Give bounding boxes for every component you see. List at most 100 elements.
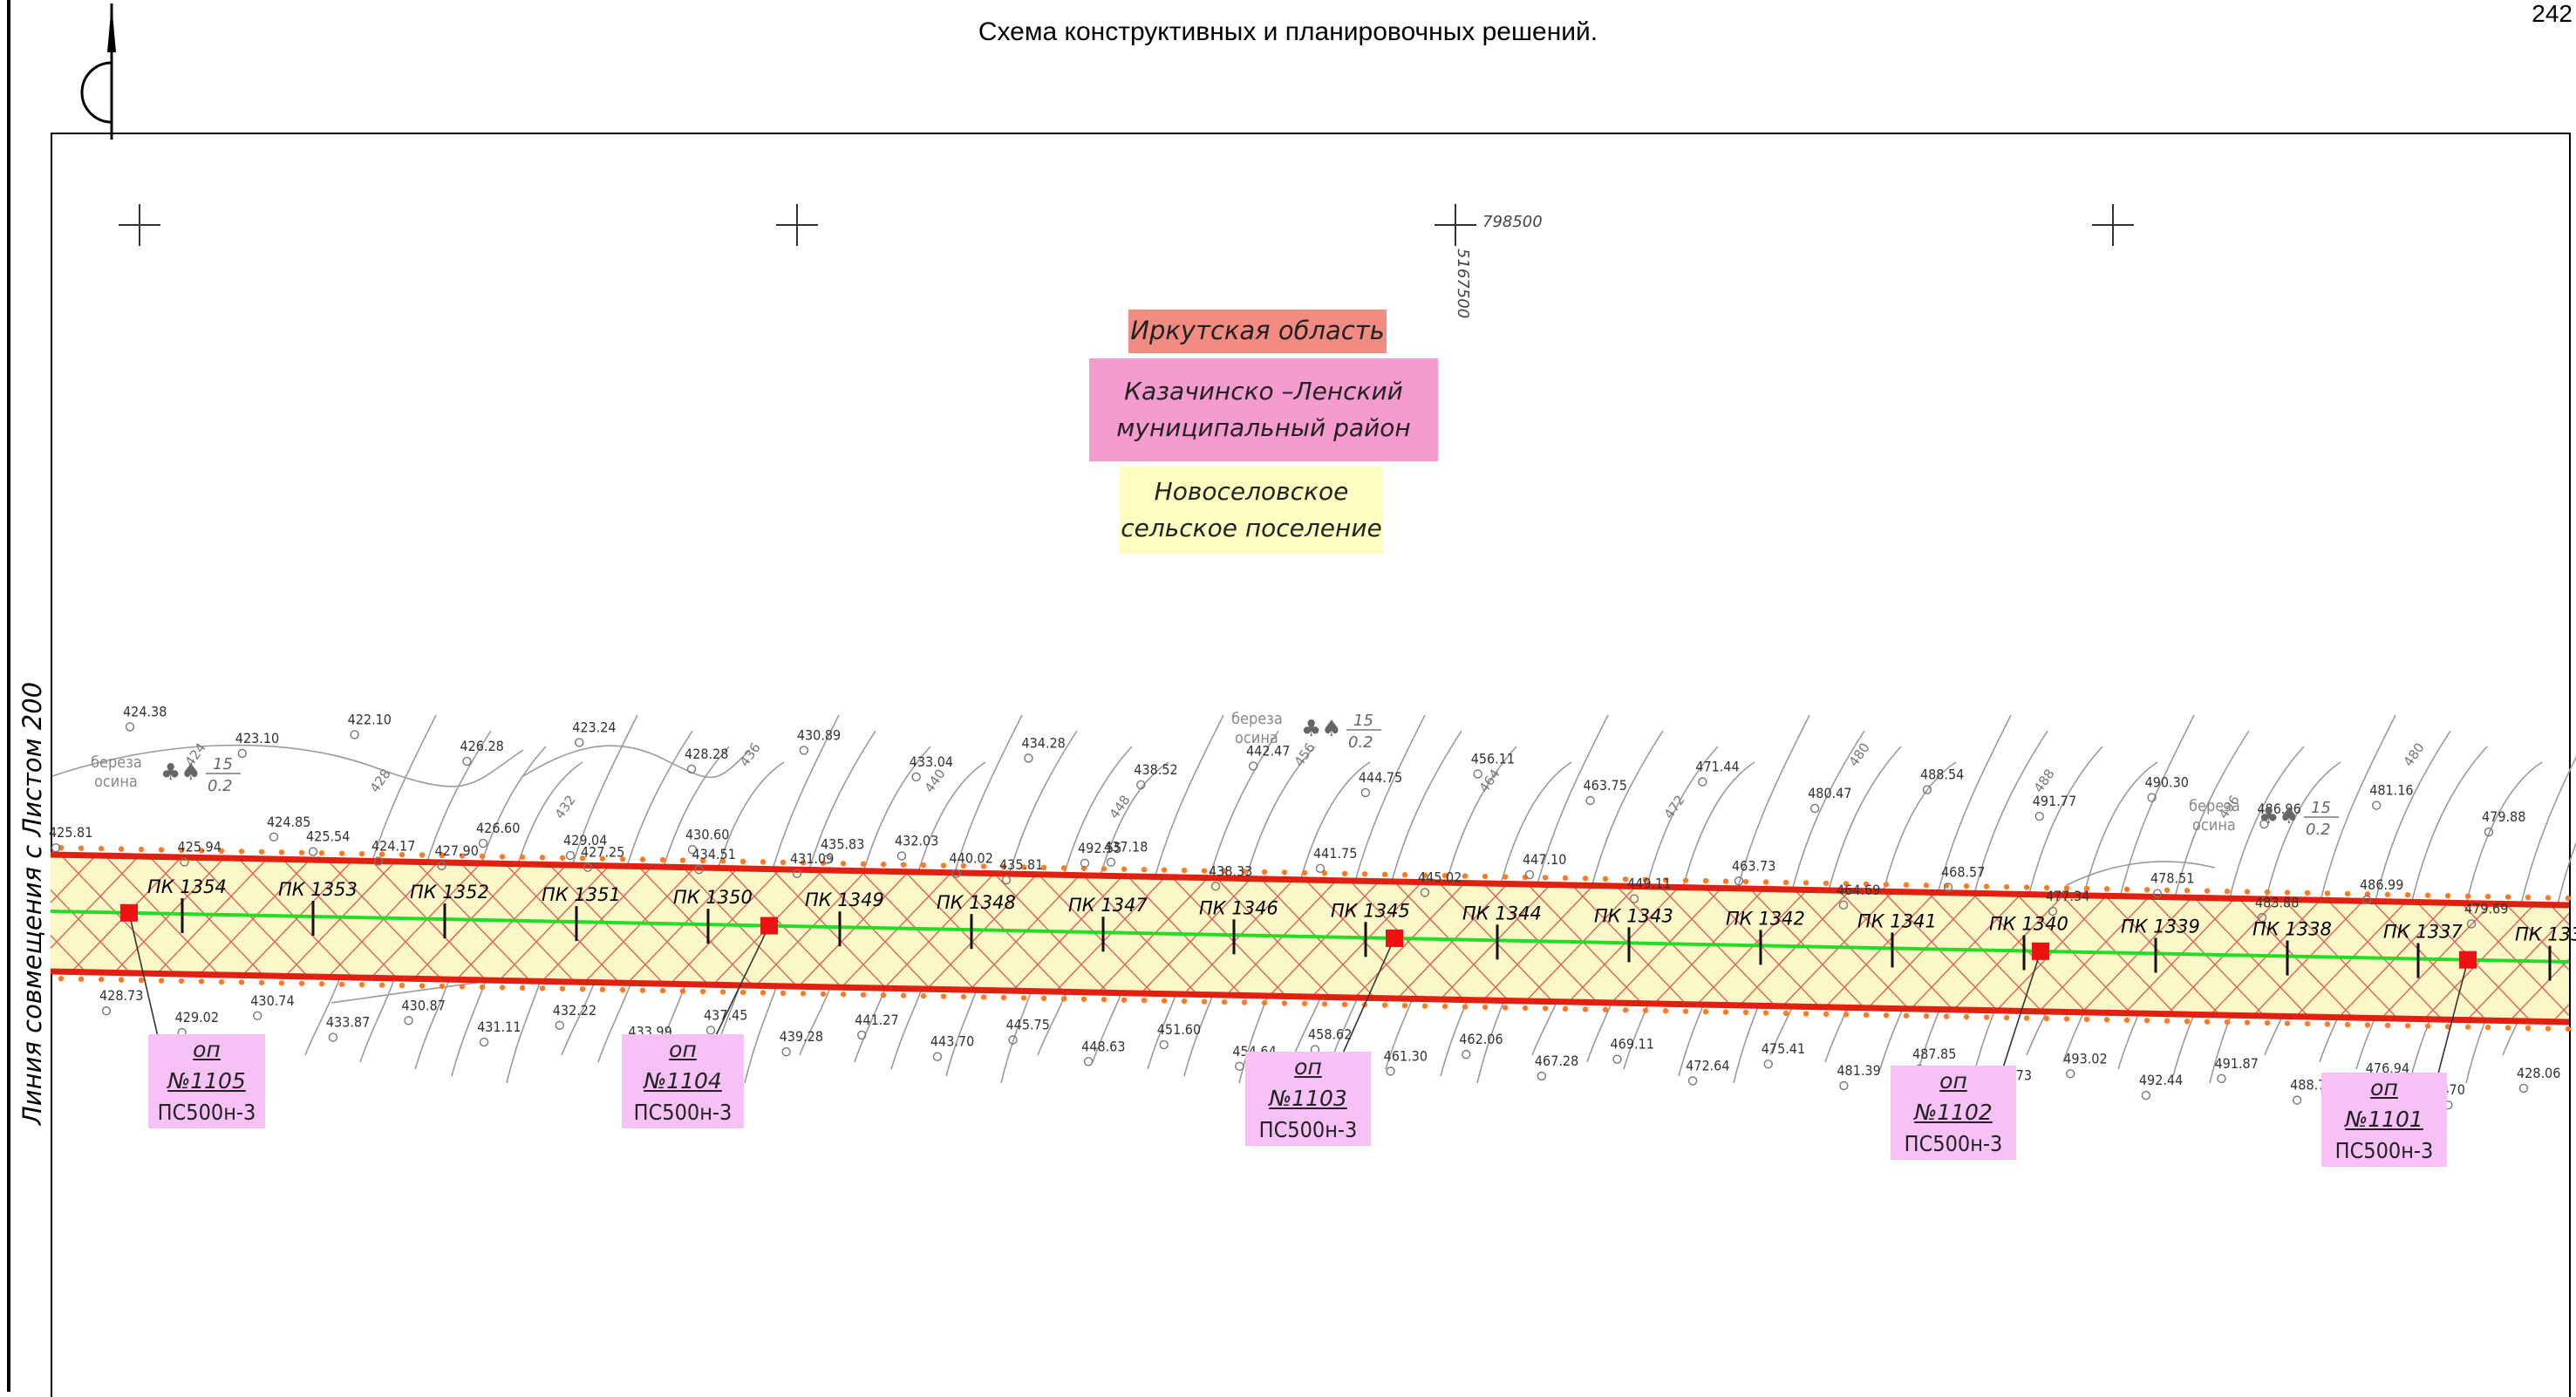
elevation-value: 425.94 [178, 838, 221, 855]
edge-dot [1201, 868, 1208, 874]
edge-dot [2184, 888, 2191, 894]
edge-dot [519, 854, 526, 861]
edge-dot [2384, 891, 2391, 898]
picket-label: ПК 1348 [937, 892, 1016, 913]
elevation-value: 442.47 [1246, 742, 1290, 759]
elevation-point [101, 1006, 112, 1016]
elevation-value: 478.51 [2150, 870, 2194, 887]
edge-dot [1401, 1002, 1408, 1009]
vegetation-species: береза [2189, 797, 2240, 815]
contour-index-label: 428 [367, 767, 394, 796]
edge-dot [1883, 882, 1890, 888]
elevation-point [583, 862, 593, 872]
edge-dot [900, 862, 907, 868]
elevation-point [951, 869, 961, 878]
leader-line [705, 925, 770, 1056]
elevation-value: 428.28 [685, 746, 728, 762]
elevation-point [1315, 863, 1325, 874]
elevation-point [1248, 761, 1258, 771]
edge-dot [1381, 1002, 1388, 1008]
elevation-point [857, 1030, 867, 1040]
edge-dot [2484, 893, 2491, 900]
elevation-point [1698, 777, 1707, 787]
picket-label: ПК 1349 [805, 889, 884, 910]
contour-index-label: 440 [922, 767, 949, 796]
edge-dot [2003, 1014, 2010, 1021]
leader-line [128, 912, 163, 1056]
edge-dot [439, 983, 446, 990]
edge-dot [1482, 1004, 1489, 1011]
edge-dot [940, 862, 947, 869]
picket-label: ПК 1341 [1857, 910, 1937, 931]
elevation-point [2034, 811, 2044, 821]
edge-dot [579, 855, 586, 862]
elevation-point [1083, 1057, 1094, 1066]
edge-dot [1141, 866, 1148, 873]
elevation-point [911, 772, 921, 782]
elevation-value: 430.89 [797, 726, 841, 743]
elevation-value: 492.55 [1078, 840, 1121, 856]
vegetation-height: 15 [2311, 799, 2331, 817]
elevation-point [1210, 882, 1221, 891]
edge-dot [2023, 1015, 2030, 1021]
edge-dot [2324, 890, 2331, 896]
vegetation-species: осина [94, 773, 138, 791]
edge-dot [2123, 1017, 2130, 1024]
edge-dot [2565, 895, 2572, 902]
region-label-district: Казачинско –Ленский муниципальный район [1089, 358, 1438, 461]
edge-dot [2063, 885, 2070, 891]
edge-dot [900, 992, 907, 998]
elevation-value: 472.64 [1686, 1057, 1729, 1073]
elevation-value: 458.62 [1308, 1026, 1352, 1043]
elevation-point [1943, 882, 1953, 892]
edge-dot [2424, 892, 2431, 898]
edge-dot [780, 859, 787, 866]
hatch-line [0, 837, 26, 1046]
edge-dot [599, 855, 606, 862]
elevation-point [1159, 1039, 1169, 1050]
elevation-point [2257, 913, 2267, 923]
edge-dot [459, 853, 466, 859]
edge-dot [1562, 875, 1569, 882]
elevation-value: 426.60 [476, 820, 520, 836]
edge-dot [298, 849, 305, 855]
elevation-marks: 424.38423.10422.10426.28423.24428.28430.… [49, 703, 2560, 1110]
elevation-point [1629, 894, 1639, 903]
elevation-point [2371, 801, 2382, 810]
edge-dot [1542, 875, 1549, 881]
edge-dot [2023, 884, 2030, 890]
edge-dot [399, 851, 405, 858]
edge-dot [1421, 872, 1428, 878]
elevation-value: 440.02 [950, 850, 993, 867]
edge-dot [1903, 1012, 1910, 1019]
edge-dot [1903, 882, 1910, 888]
edge-dot [378, 982, 385, 988]
edge-dot [2063, 1016, 2070, 1022]
elevation-value: 429.02 [175, 1009, 219, 1026]
elevation-point [575, 738, 584, 747]
edge-dot [920, 992, 927, 999]
edge-dot [860, 861, 867, 867]
edge-dot [1080, 996, 1087, 1002]
edge-dot [278, 980, 285, 986]
elevation-value: 490.30 [2145, 774, 2189, 791]
elevation-point [1024, 753, 1033, 763]
elevation-point [2259, 819, 2269, 829]
elevation-point [478, 838, 488, 848]
elevation-point [1763, 1060, 1773, 1069]
edge-dot [639, 856, 646, 862]
edge-dot [880, 861, 887, 868]
elevation-point [2292, 1095, 2302, 1105]
edge-dot [2545, 895, 2552, 901]
edge-dot [840, 992, 847, 998]
edge-dot [1622, 1007, 1629, 1013]
edge-dot [1702, 1008, 1709, 1015]
contour-index-label: 432 [552, 793, 579, 822]
edge-dot [118, 846, 125, 852]
edge-dot [459, 984, 466, 990]
edge-dot [1943, 1013, 1950, 1019]
edge-dot [198, 978, 205, 985]
elevation-point [896, 851, 907, 861]
edge-dot [699, 857, 706, 864]
